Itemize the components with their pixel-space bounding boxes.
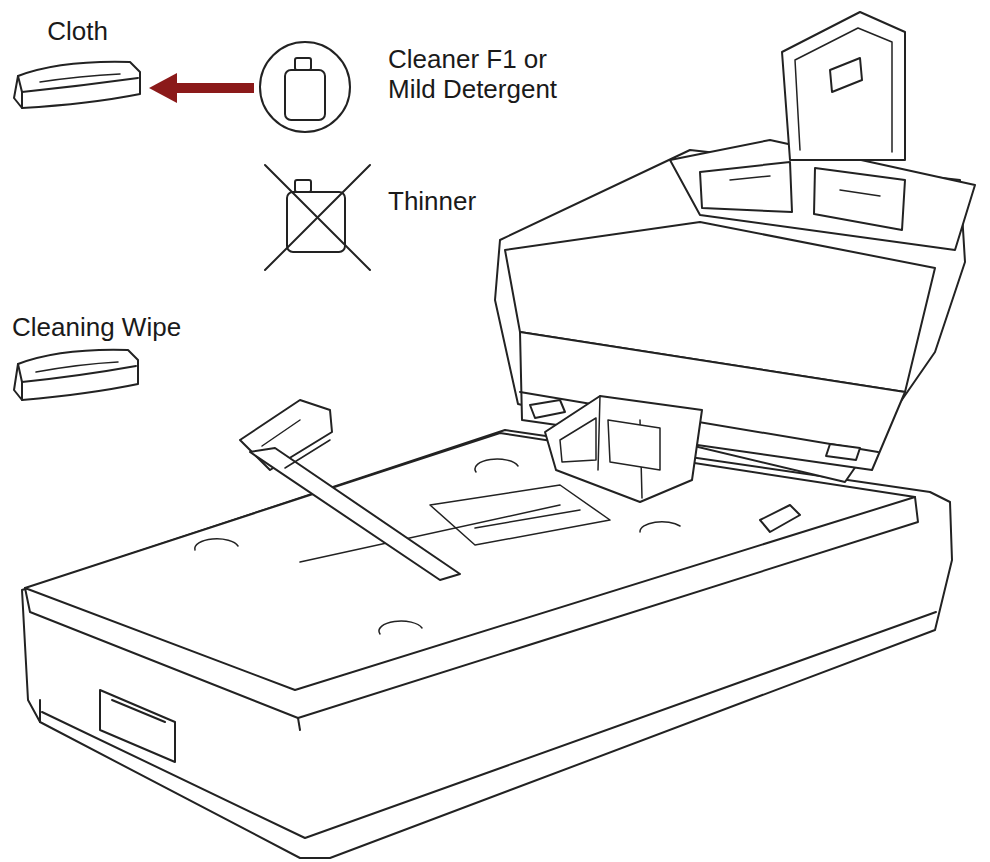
- adf-unit: [495, 12, 975, 502]
- item-label: Cleaning Wipe: [12, 312, 181, 342]
- cleaner-bottle-symbol: [258, 40, 354, 136]
- item-label: Cloth: [10, 16, 145, 46]
- prohibited-item-label: Thinner: [388, 186, 476, 216]
- cleaning-wipe-icon: [14, 350, 138, 400]
- flatbed-unit: [22, 430, 952, 858]
- arrow-shaft: [175, 83, 254, 93]
- cleaner-item: Cleaner F1 or Mild Detergent: [258, 40, 599, 136]
- cloth-icon: [14, 62, 140, 108]
- document-support: [240, 400, 460, 580]
- cleaner-label: Cleaner F1 or Mild Detergent: [388, 44, 593, 104]
- arrow-head: [149, 73, 177, 103]
- thinner-prohibited-icon: [265, 165, 370, 270]
- pointer-arrow: [149, 73, 254, 103]
- cloth-item: Cloth: [10, 12, 145, 112]
